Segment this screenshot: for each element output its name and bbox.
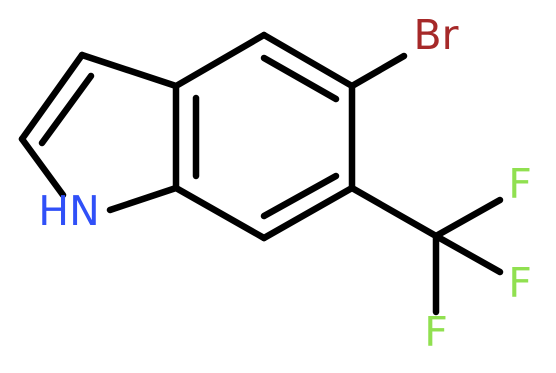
bond-c2-c3-inner (38, 72, 95, 147)
atom-labels: HN Br F F F (38, 11, 532, 356)
atom-label-br: Br (414, 11, 459, 59)
bond-cf3-f1 (432, 196, 504, 240)
bond-c6-cf3 (348, 184, 440, 240)
atom-label-f3: F (424, 308, 448, 356)
bond-c6-c7 (260, 184, 356, 242)
bond-n1-c7a (106, 184, 180, 214)
bond-c7-c7a (172, 184, 268, 242)
bond-c6-c7-inner (260, 172, 340, 220)
atom-label-nh: HN (38, 187, 100, 235)
bond-c4-c5 (260, 31, 356, 90)
bond-c2-c3 (18, 51, 86, 143)
atom-label-f2: F (508, 259, 532, 307)
bond-c3-c3a (78, 51, 180, 90)
bond-cf3-f2 (432, 232, 504, 276)
bond-c4-c5-inner (260, 54, 340, 103)
bonds (18, 31, 504, 316)
atom-label-f1: F (508, 160, 532, 208)
bond-c2-n1 (18, 135, 67, 199)
bond-c3a-c4 (172, 31, 268, 90)
bond-c5-br (348, 52, 408, 90)
